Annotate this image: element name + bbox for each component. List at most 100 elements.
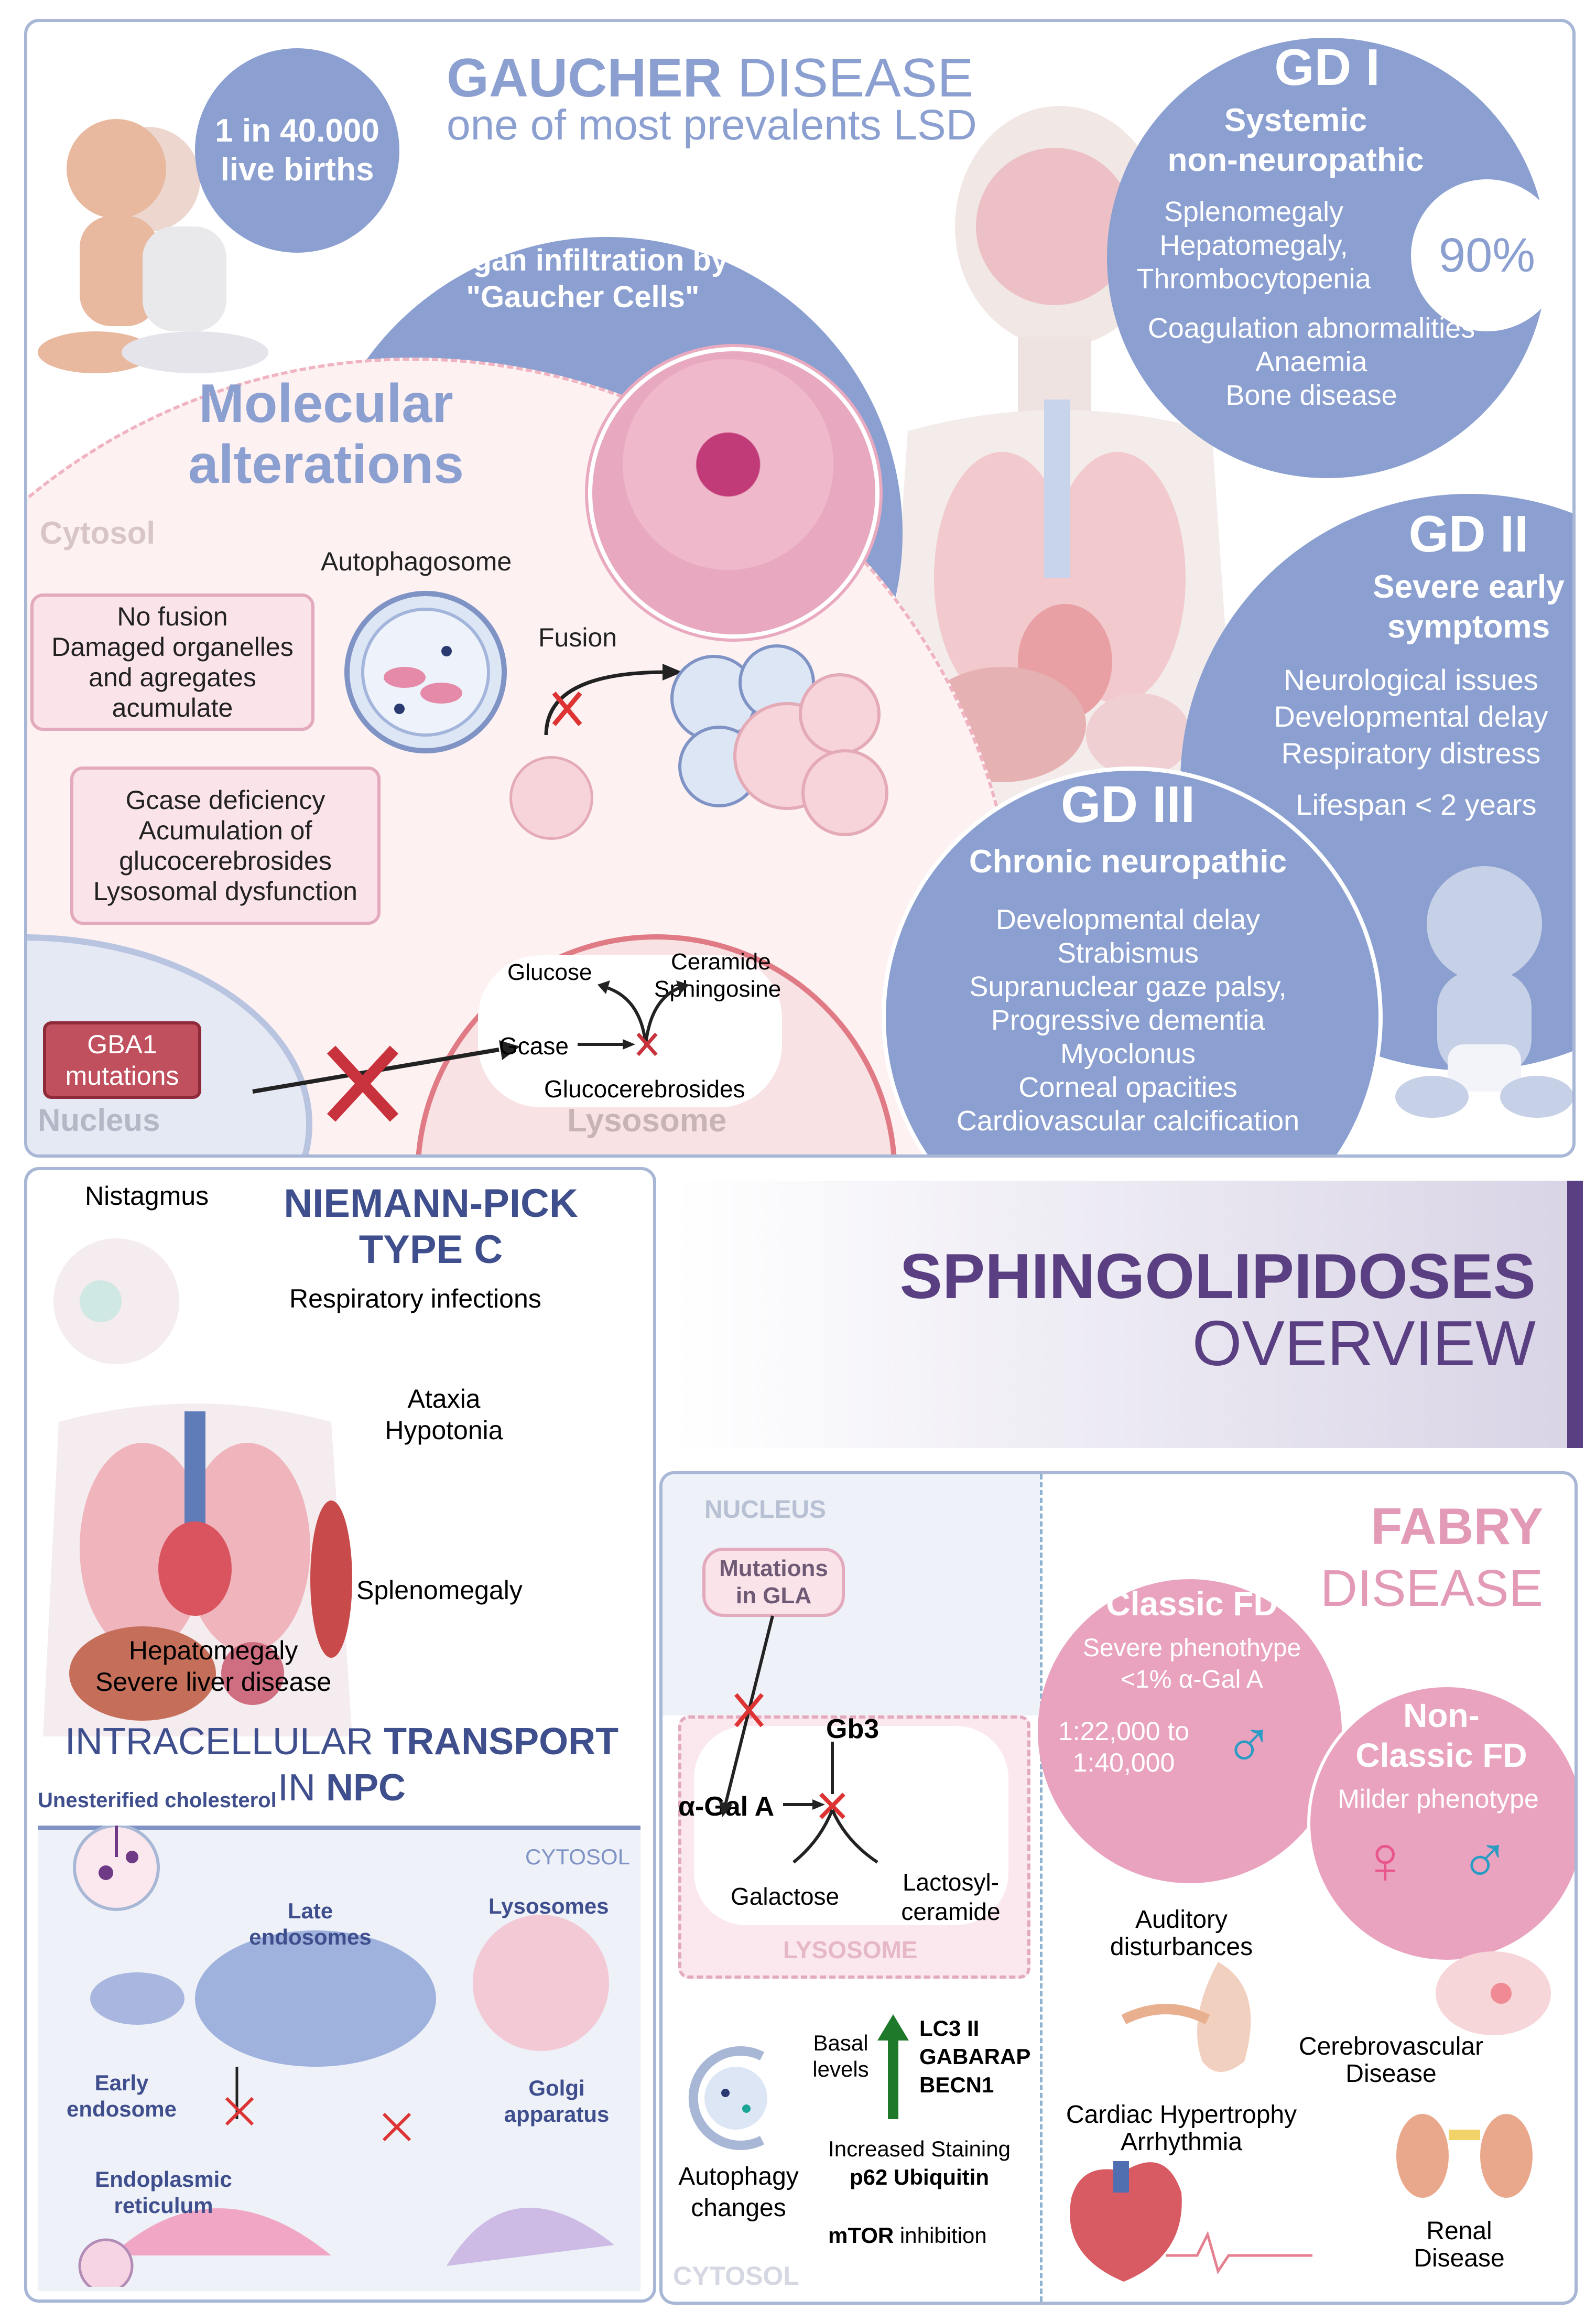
organ-infiltration-line-2: "Gaucher Cells" <box>466 280 700 314</box>
no-fusion-line-4: acumulate <box>112 693 233 722</box>
female-symbol-icon: ♀ <box>1360 1821 1411 1898</box>
gd1-symptoms-2: Coagulation abnormalities Anaemia Bone d… <box>1128 311 1495 412</box>
splenomegaly-label: Splenomegaly <box>356 1575 523 1605</box>
ataxia-line-1: Ataxia <box>407 1384 481 1413</box>
gaucher-panel: GAUCHER DISEASE one of most prevalents L… <box>24 19 1576 1158</box>
cardiac-line-2: Arrhythmia <box>1120 2128 1243 2156</box>
npc-title-line-1: NIEMANN-PICK <box>284 1181 578 1226</box>
brain-icon <box>1436 1951 1551 2035</box>
gd2-title: GD II <box>1408 505 1529 563</box>
late-endosomes-line-2: endosomes <box>249 1925 372 1949</box>
ear-icon <box>1121 1962 1251 2072</box>
infant-illustration <box>1395 866 1572 1118</box>
gd1-symptom-hepatomegaly: Hepatomegaly, <box>1159 230 1348 261</box>
transport-bold: TRANSPORT <box>384 1721 619 1763</box>
golgi-line-2: apparatus <box>504 2102 610 2126</box>
fabry-lysosome-inner <box>694 1726 1008 1925</box>
gd1-symptom-thrombocytopenia: Thrombocytopenia <box>1136 263 1371 295</box>
gd2-lifespan: Lifespan < 2 years <box>1296 788 1537 821</box>
no-fusion-line-1: No fusion <box>117 602 228 631</box>
gcase-box-line-3: glucocerebrosides <box>119 846 332 876</box>
overview-title: SPHINGOLIPIDOSES OVERVIEW <box>676 1243 1536 1377</box>
basal-line-2: levels <box>812 2057 869 2081</box>
renal-line-1: Renal <box>1426 2217 1492 2245</box>
gd2-symptom-neuro: Neurological issues <box>1284 663 1538 696</box>
cerebrovascular-label: Cerebrovascular Disease <box>1281 2033 1501 2088</box>
fabry-title: FABRY DISEASE <box>1271 1495 1543 1619</box>
gaucher-title: GAUCHER DISEASE <box>447 49 974 107</box>
no-fusion-line-3: and agregates <box>89 663 256 692</box>
glucose-label: Glucose <box>507 959 592 985</box>
marker-gabarap: GABARAP <box>919 2044 1031 2069</box>
mutations-line-2: in GLA <box>735 1583 812 1608</box>
fabry-title-bold: FABRY <box>1371 1497 1543 1555</box>
gd2-symptom-dev: Developmental delay <box>1274 700 1548 733</box>
npc-title-line-2: TYPE C <box>359 1227 503 1272</box>
nonclassic-title-line-1: Non- <box>1403 1697 1480 1734</box>
glucocerebrosides-label: Glucocerebrosides <box>544 1075 745 1103</box>
autophagy-label: Autophagy changes <box>663 2161 815 2224</box>
nistagmus-label: Nistagmus <box>85 1181 209 1211</box>
lactosyl-line-2: ceramide <box>901 1898 1001 1925</box>
late-endosomes-line-1: Late <box>287 1898 333 1923</box>
late-endosomes-label: Late endosomes <box>221 1898 399 1950</box>
markers-list: LC3 II GABARAP BECN1 <box>919 2014 1030 2099</box>
classic-fd-desc: Severe phenothype <1% α-Gal A <box>1050 1633 1333 1696</box>
male-symbol-icon-1: ♂ <box>1223 1706 1275 1783</box>
npc-transport-illustration <box>73 1826 614 2287</box>
auditory-label: Auditory disturbances <box>1087 1906 1276 1961</box>
nonclassic-title-line-2: Classic FD <box>1355 1736 1527 1774</box>
fusion-arrow <box>544 664 682 736</box>
gd1-symptoms-1: Splenomegaly Hepatomegaly, Thrombocytope… <box>1117 195 1390 296</box>
autophagy-line-2: changes <box>691 2194 786 2222</box>
prevalence-line-2: live births <box>220 152 374 188</box>
gcase-box-line-1: Gcase deficiency <box>125 785 325 815</box>
gd3-symptoms: Developmental delay Strabismus Supranucl… <box>897 903 1359 1138</box>
gd1-subtitle-line-2: non-neuropathic <box>1167 142 1424 178</box>
fabry-divider <box>1040 1474 1043 2302</box>
organ-infiltration-line-1: Organ infiltration by <box>437 243 729 277</box>
gd2-symptoms: Neurological issues Developmental delay … <box>1254 662 1568 772</box>
gba1-line-2: mutations <box>65 1061 179 1091</box>
gaucher-subtitle: one of most prevalents LSD <box>447 101 977 149</box>
no-fusion-line-2: Damaged organelles <box>51 632 294 662</box>
gd3-symptom-4: Progressive dementia <box>991 1005 1265 1036</box>
er-line-1: Endoplasmic <box>95 2167 232 2192</box>
no-fusion-box: No fusion Damaged organelles and agregat… <box>30 593 314 731</box>
prevalence-line-1: 1 in 40.000 <box>215 113 379 149</box>
fabry-panel: NUCLEUS Mutations in GLA Gb3 α-Gal A Gal… <box>659 1471 1578 2305</box>
gd1-title: GD I <box>1274 38 1380 96</box>
prevalence-circle: 1 in 40.000 live births <box>195 48 399 253</box>
npc-bold: NPC <box>326 1767 406 1809</box>
gd3-symptom-1: Developmental delay <box>995 904 1261 935</box>
cerebrovascular-line-2: Disease <box>1345 2060 1437 2088</box>
gd3-subtitle: Chronic neuropathic <box>969 844 1287 880</box>
gd3-symptom-6: Corneal opacities <box>1018 1072 1237 1103</box>
fabry-autophagosome-icon <box>688 2046 767 2150</box>
mtor-bold: mTOR <box>828 2223 894 2248</box>
gcase-box-line-2: Acumulation of <box>138 816 312 845</box>
gd1-percent-circle: 90% <box>1411 179 1563 331</box>
gd2-subtitle-line-2: symptoms <box>1387 609 1550 645</box>
lysosome-label: Lysosome <box>567 1103 727 1139</box>
gd1-symptom-coagulation: Coagulation abnormalities <box>1147 312 1475 344</box>
gba1-line-1: GBA1 <box>87 1030 157 1059</box>
lactosyl-label: Lactosyl- ceramide <box>883 1867 1019 1926</box>
classic-fd-ratio: 1:22,000 to 1:40,000 <box>1045 1715 1202 1778</box>
organ-infiltration-label: Organ infiltration by "Gaucher Cells" <box>426 242 740 316</box>
gaucher-title-bold: GAUCHER <box>447 48 722 109</box>
gd1-subtitle-line-1: Systemic <box>1224 102 1367 138</box>
gba1-box: GBA1 mutations <box>43 1021 201 1099</box>
npc-cytosol-label: CYTOSOL <box>525 1844 630 1869</box>
overview-line-1: SPHINGOLIPIDOSES <box>899 1240 1536 1312</box>
gd2-symptom-resp: Respiratory distress <box>1281 737 1541 770</box>
gd1-subtitle: Systemic non-neuropathic <box>1117 101 1474 180</box>
basal-label: Basal levels <box>809 2030 872 2082</box>
gd3-symptom-7: Cardiovascular calcification <box>956 1105 1300 1137</box>
auditory-line-1: Auditory <box>1135 1906 1228 1934</box>
er-line-2: reticulum <box>114 2193 213 2218</box>
heart-icon <box>1070 2161 1312 2282</box>
molecular-title: Molecular alterations <box>164 373 488 495</box>
classic-fd-circle <box>1038 1579 1342 1883</box>
lysosomes-label: Lysosomes <box>488 1894 609 1918</box>
